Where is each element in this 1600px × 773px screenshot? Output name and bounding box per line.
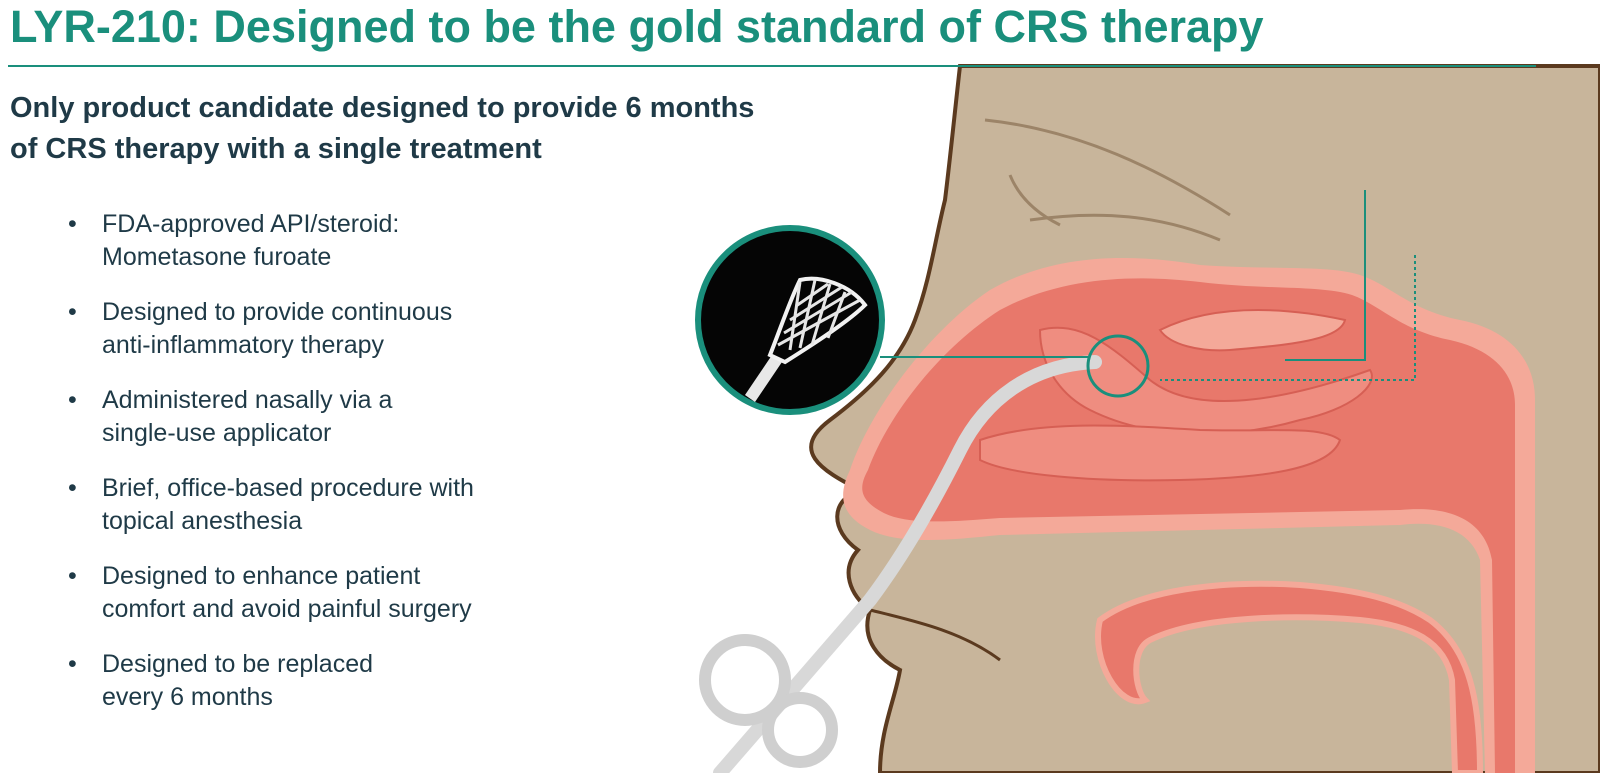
eye-line [1029, 213, 1221, 242]
nasal-cavity-tissue [862, 278, 1515, 773]
bullet-text-line-1: Designed to be replaced [102, 650, 374, 678]
implant-inset-circle [695, 225, 885, 415]
bullet-dot-icon: • [68, 650, 77, 678]
cheek-line [1008, 174, 1061, 227]
bullet-dot-icon: • [68, 474, 77, 502]
bullet-text-line-1: Administered nasally via a [102, 386, 393, 414]
applicator-ring-1 [699, 634, 791, 726]
bullet-dot-icon: • [68, 298, 77, 326]
lip-line [869, 608, 1001, 662]
bullet-dot-icon: • [68, 210, 77, 238]
oral-cavity [1095, 580, 1484, 773]
bullet-text-line-2: single-use applicator [102, 419, 332, 447]
brow-line [984, 118, 1231, 217]
bullet-item: • Designed to enhance patient comfort an… [62, 560, 582, 626]
sinus-pointer-1 [1285, 190, 1366, 361]
applicator-ring-2 [762, 692, 838, 768]
slide-title: LYR-210: Designed to be the gold standar… [10, 1, 1264, 52]
bullet-dot-icon: • [68, 562, 77, 590]
bullet-item: • Designed to provide continuous anti-in… [62, 296, 582, 362]
sinus-pointer-2 [1160, 255, 1416, 381]
bullet-text-line-2: Mometasone furoate [102, 243, 332, 271]
nasal-cavity-outer [843, 257, 1535, 773]
bullet-dot-icon: • [68, 386, 77, 414]
bullet-text-line-1: Designed to provide continuous [102, 298, 453, 326]
implant-mesh-icon [745, 276, 868, 402]
subtitle-line-1: Only product candidate designed to provi… [10, 92, 755, 124]
bullet-text-line-1: FDA-approved API/steroid: [102, 210, 400, 238]
subtitle-line-2: of CRS therapy with a single treatment [10, 133, 542, 165]
bullet-text-line-2: topical anesthesia [102, 507, 303, 535]
slide-subtitle: Only product candidate designed to provi… [10, 88, 910, 170]
lower-turbinate [979, 424, 1342, 482]
feature-bullet-list: • FDA-approved API/steroid: Mometasone f… [62, 208, 582, 736]
bullet-text-line-1: Brief, office-based procedure with [102, 474, 474, 502]
bullet-item: • Administered nasally via a single-use … [62, 384, 582, 450]
bullet-text-line-2: comfort and avoid painful surgery [102, 595, 472, 623]
applicator-tube [713, 355, 1102, 773]
upper-turbinate [1158, 309, 1347, 352]
implant-site-ring [1086, 334, 1150, 398]
middle-turbinate [1038, 326, 1373, 435]
title-divider [8, 65, 1536, 67]
bullet-item: • Brief, office-based procedure with top… [62, 472, 582, 538]
bullet-item: • FDA-approved API/steroid: Mometasone f… [62, 208, 582, 274]
bullet-item: • Designed to be replaced every 6 months [62, 648, 582, 714]
head-silhouette [809, 64, 1600, 773]
bullet-text-line-1: Designed to enhance patient [102, 562, 421, 590]
bullet-text-line-2: anti-inflammatory therapy [102, 331, 385, 359]
bullet-text-line-2: every 6 months [102, 683, 273, 711]
